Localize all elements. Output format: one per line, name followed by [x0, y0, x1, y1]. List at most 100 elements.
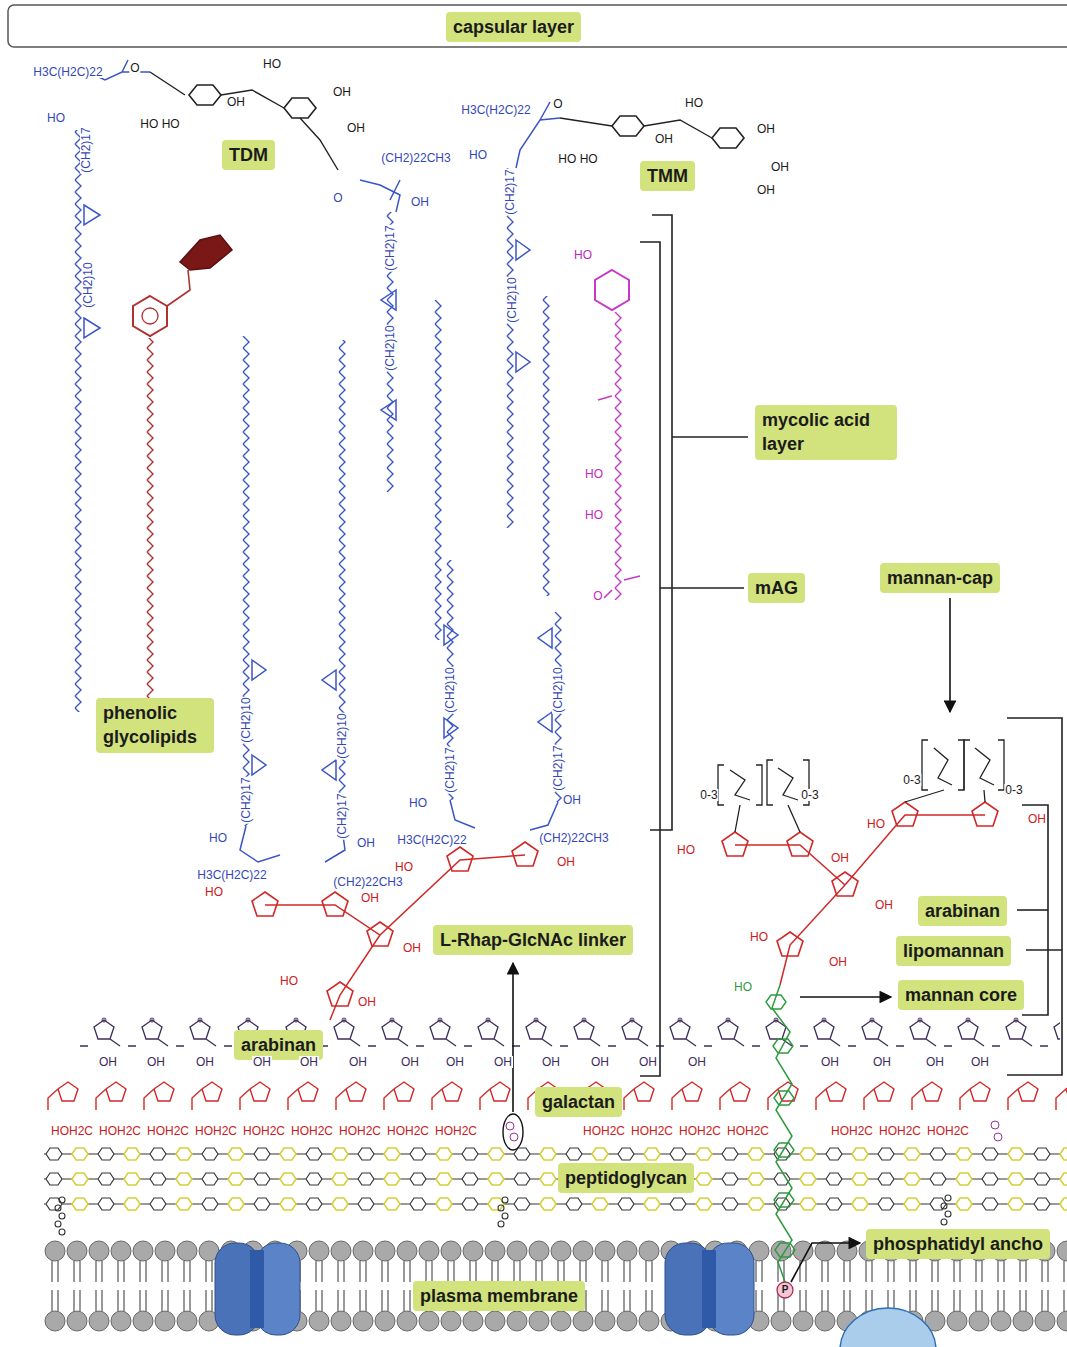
layer-label: peptidoglycan — [558, 1163, 694, 1193]
chem-label: P — [781, 1285, 790, 1295]
chem-label: OH — [562, 794, 582, 806]
chem-label: HOH2C — [50, 1125, 94, 1137]
chem-label: HOH2C — [678, 1125, 722, 1137]
chem-label: OH — [360, 892, 380, 904]
label-text: TDM — [229, 143, 268, 167]
chem-label: OH — [830, 852, 850, 864]
chem-label: (CH2)17 — [384, 224, 396, 271]
chem-label: OH — [299, 1056, 319, 1068]
chem-label: OH — [770, 161, 790, 173]
chem-label: OH — [756, 184, 776, 196]
chem-label: H3C(H2C)22 — [396, 834, 467, 846]
layer-label: arabinan — [918, 896, 1007, 926]
chem-label: HOH2C — [582, 1125, 626, 1137]
chem-label: HO — [204, 886, 224, 898]
chem-label: (CH2)17 — [444, 746, 456, 793]
chem-label: HOH2C — [830, 1125, 874, 1137]
chem-label: HO — [749, 931, 769, 943]
chem-label: O — [552, 98, 563, 110]
chem-label: 0-3 — [800, 789, 819, 801]
chem-label: H3C(H2C)22 — [196, 869, 267, 881]
chem-label: (CH2)10 — [384, 324, 396, 371]
layer-label: mannan core — [898, 980, 1024, 1010]
chem-label: HO — [208, 832, 228, 844]
chem-label: OH — [402, 942, 422, 954]
label-text: phosphatidyl ancho — [873, 1232, 1043, 1256]
chem-label: OH — [348, 1056, 368, 1068]
chem-label: OH — [332, 86, 352, 98]
chem-label: (CH2)22CH3 — [332, 876, 403, 888]
chem-label: OH — [1027, 813, 1047, 825]
chem-label: OH — [638, 1056, 658, 1068]
chem-label: OH — [872, 1056, 892, 1068]
layer-label: mAG — [748, 573, 805, 603]
chem-label: HOH2C — [338, 1125, 382, 1137]
arabinan-branches — [265, 815, 985, 1020]
layer-label: capsular layer — [446, 12, 581, 42]
chem-label: (CH2)17 — [80, 126, 92, 173]
chem-label: O — [592, 590, 603, 602]
label-text: lipomannan — [903, 939, 1004, 963]
chem-label: OH — [970, 1056, 990, 1068]
chem-label: OH — [346, 122, 366, 134]
chem-label: 0-3 — [699, 789, 718, 801]
chem-label: HOH2C — [98, 1125, 142, 1137]
layer-label: phosphatidyl ancho — [866, 1229, 1050, 1259]
lipomannan-chain — [766, 985, 795, 1298]
chem-label: HOH2C — [194, 1125, 238, 1137]
label-text: L-Rhap-GlcNAc linker — [440, 928, 626, 952]
chem-label: HOH2C — [630, 1125, 674, 1137]
chem-label: OH — [541, 1056, 561, 1068]
chem-label: HO — [866, 818, 886, 830]
chem-label: HO — [408, 797, 428, 809]
chem-label: O — [332, 192, 343, 204]
chem-label: HO — [279, 975, 299, 987]
layer-label: galactan — [535, 1087, 622, 1117]
chem-label: (CH2)17 — [336, 792, 348, 839]
chem-label: OH — [146, 1056, 166, 1068]
trehalose-sugars — [150, 72, 744, 170]
chem-label: HOH2C — [434, 1125, 478, 1137]
chem-label: OH — [493, 1056, 513, 1068]
chem-label: OH — [756, 123, 776, 135]
chem-label: OH — [357, 996, 377, 1008]
phenolic-glycolipid — [133, 235, 232, 702]
chem-label: HO — [46, 112, 66, 124]
mannan-cap-residues — [718, 740, 1004, 832]
label-text: phenolic glycolipids — [103, 701, 207, 750]
chem-label: HO HO — [139, 118, 180, 130]
chem-label: (CH2)10 — [552, 666, 564, 713]
layer-label: phenolic glycolipids — [96, 698, 214, 753]
label-text: mAG — [755, 576, 798, 600]
label-text: peptidoglycan — [565, 1166, 687, 1190]
chem-label: OH — [590, 1056, 610, 1068]
chem-label: (CH2)22CH3 — [380, 152, 451, 164]
arabinose-rings — [252, 802, 998, 1006]
chem-label: HOH2C — [290, 1125, 334, 1137]
label-text: arabinan — [925, 899, 1000, 923]
label-text: mannan-cap — [887, 566, 993, 590]
layer-label: mycolic acid layer — [755, 405, 897, 460]
label-text: capsular layer — [453, 15, 574, 39]
chem-label: HO — [584, 509, 604, 521]
chem-label: OH — [828, 956, 848, 968]
chem-label: OH — [687, 1056, 707, 1068]
chem-label: HO — [262, 58, 282, 70]
chem-label: (CH2)10 — [82, 261, 94, 308]
chem-label: 0-3 — [902, 774, 921, 786]
label-text: galactan — [542, 1090, 615, 1114]
ketomycolate — [595, 270, 640, 600]
chem-label: HO — [394, 861, 414, 873]
brackets — [640, 215, 1062, 1076]
chem-label: (CH2)10 — [506, 276, 518, 323]
chem-label: OH — [556, 856, 576, 868]
chem-label: (CH2)22CH3 — [538, 832, 609, 844]
chem-label: HO — [684, 97, 704, 109]
chem-label: OH — [925, 1056, 945, 1068]
chem-label: HO — [584, 468, 604, 480]
chem-label: OH — [98, 1056, 118, 1068]
chem-label: H3C(H2C)22 — [460, 104, 531, 116]
chem-label: OH — [252, 1056, 272, 1068]
layer-label: TDM — [222, 140, 275, 170]
